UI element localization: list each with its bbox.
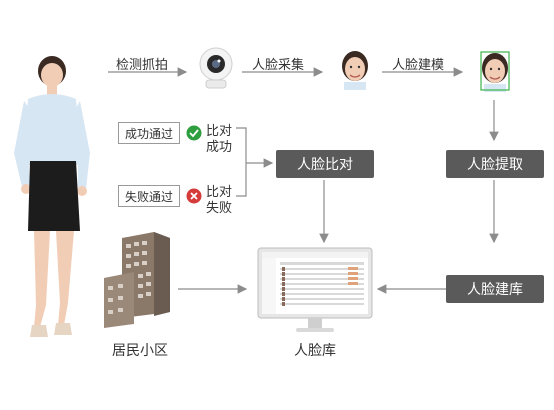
face-model-icon <box>480 51 510 92</box>
fail-note-bottom: 失败 <box>206 201 233 216</box>
cross-icon <box>186 188 202 204</box>
woman-figure-icon <box>14 56 90 337</box>
face-icon <box>342 51 368 90</box>
fail-box: 失败通过 <box>118 185 180 207</box>
step-capture-label: 检测抓拍 <box>116 58 169 73</box>
building-icon <box>104 232 170 328</box>
monitor-icon <box>257 247 373 332</box>
step-model-label: 人脸建模 <box>392 58 445 73</box>
fail-note-top: 比对 <box>206 185 233 200</box>
face-db-caption: 人脸库 <box>294 343 336 359</box>
face-build-db-box: 人脸建库 <box>446 275 544 303</box>
residential-caption: 居民小区 <box>112 343 168 359</box>
check-icon <box>186 125 202 141</box>
step-collect-label: 人脸采集 <box>252 58 305 73</box>
face-extract-box: 人脸提取 <box>446 150 544 178</box>
face-compare-box: 人脸比对 <box>276 150 374 178</box>
bracket-results <box>236 127 247 197</box>
success-box: 成功通过 <box>118 122 180 144</box>
success-note-bottom: 成功 <box>206 140 233 155</box>
camera-icon <box>199 47 233 89</box>
success-note-top: 比对 <box>206 124 233 139</box>
